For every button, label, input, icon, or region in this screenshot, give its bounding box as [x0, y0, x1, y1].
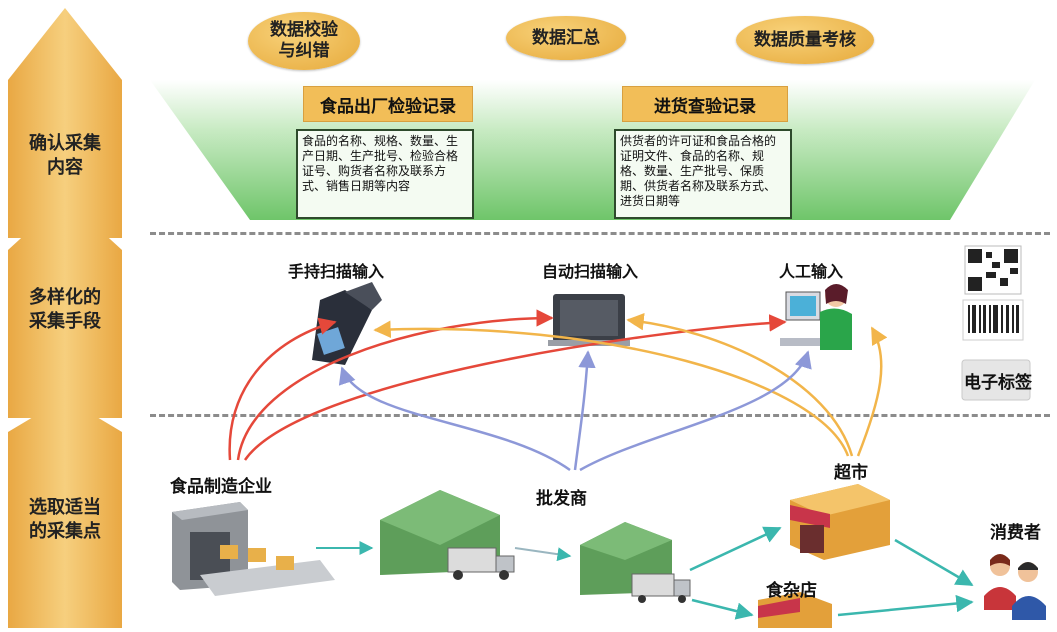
node-label-supermarket: 超市 — [834, 463, 868, 483]
stage-chevron-3 — [8, 398, 122, 628]
arrow-orange-to-manual — [856, 326, 888, 457]
node-label-consumer: 消费者 — [990, 523, 1041, 543]
stage-label-methods: 多样化的 采集手段 — [29, 287, 101, 332]
stage-label-points: 选取适当 的采集点 — [29, 497, 101, 542]
method-label-auto: 自动扫描输入 — [542, 262, 639, 281]
qr-code-icon — [964, 245, 1022, 295]
arrow-red-to-auto — [236, 309, 554, 461]
stage-chevrons — [8, 8, 122, 628]
node-label-grocery: 食杂店 — [766, 581, 817, 601]
arrow-blue-to-manual — [579, 350, 812, 472]
factory-icon — [172, 502, 335, 596]
arrow-teal-grocery-to-consumer — [837, 594, 974, 617]
warehouse-icon-2 — [580, 522, 691, 603]
electronic-tag-plate — [961, 359, 1031, 401]
record-content-purchase: 供货者的许可证和食品合格的证明文件、食品的名称、规格、数量、生产批号、保质期、供… — [614, 129, 792, 219]
consumer-icon — [984, 554, 1046, 620]
record-title-purchase: 进货查验记录 — [622, 86, 788, 122]
arrow-orange-to-handheld — [373, 320, 850, 457]
arrow-teal-to-wholesale-warehouse — [514, 547, 572, 562]
arrow-blue-to-auto — [573, 350, 596, 471]
node-label-manufacturer: 食品制造企业 — [170, 477, 272, 497]
divider-bottom — [150, 414, 1050, 417]
arrow-red-to-manual — [243, 314, 787, 461]
arrow-red-to-handheld — [228, 317, 337, 461]
node-label-wholesaler: 批发商 — [536, 489, 587, 509]
stage-column: 确认采集 内容 多样化的 采集手段 选取适当 的采集点 — [0, 0, 130, 628]
barcode-icon — [962, 299, 1024, 341]
arrow-teal-to-grocery — [691, 598, 754, 620]
stage-chevron-2 — [8, 198, 122, 418]
stage-chevron-1 — [8, 8, 122, 238]
manual-input-person-icon — [780, 284, 852, 350]
record-title-factory: 食品出厂检验记录 — [303, 86, 473, 122]
record-content-factory: 食品的名称、规格、数量、生产日期、生产批号、检验合格证号、购货者名称及联系方式、… — [296, 129, 474, 219]
method-label-handheld: 手持扫描输入 — [288, 262, 385, 281]
electronic-tag-label: 电子标签 — [964, 373, 1032, 393]
arrow-teal-to-supermarket — [689, 526, 782, 572]
auto-scanner-icon — [548, 294, 630, 346]
arrow-orange-to-auto — [626, 313, 854, 457]
handheld-scanner-icon — [312, 282, 382, 365]
method-label-manual: 人工输入 — [779, 262, 844, 281]
oval-aggregation: 数据汇总 — [506, 16, 626, 60]
grocery-icon — [758, 592, 832, 628]
warehouse-icon-1 — [380, 490, 515, 580]
arrow-teal-supermarket-to-consumer — [894, 538, 974, 587]
divider-top — [150, 232, 1050, 235]
supermarket-icon — [790, 484, 890, 560]
arrow-blue-to-handheld — [338, 366, 571, 472]
oval-validation: 数据校验 与纠错 — [248, 12, 360, 70]
stage-label-confirm: 确认采集 内容 — [29, 133, 101, 178]
oval-quality-review: 数据质量考核 — [736, 16, 874, 64]
